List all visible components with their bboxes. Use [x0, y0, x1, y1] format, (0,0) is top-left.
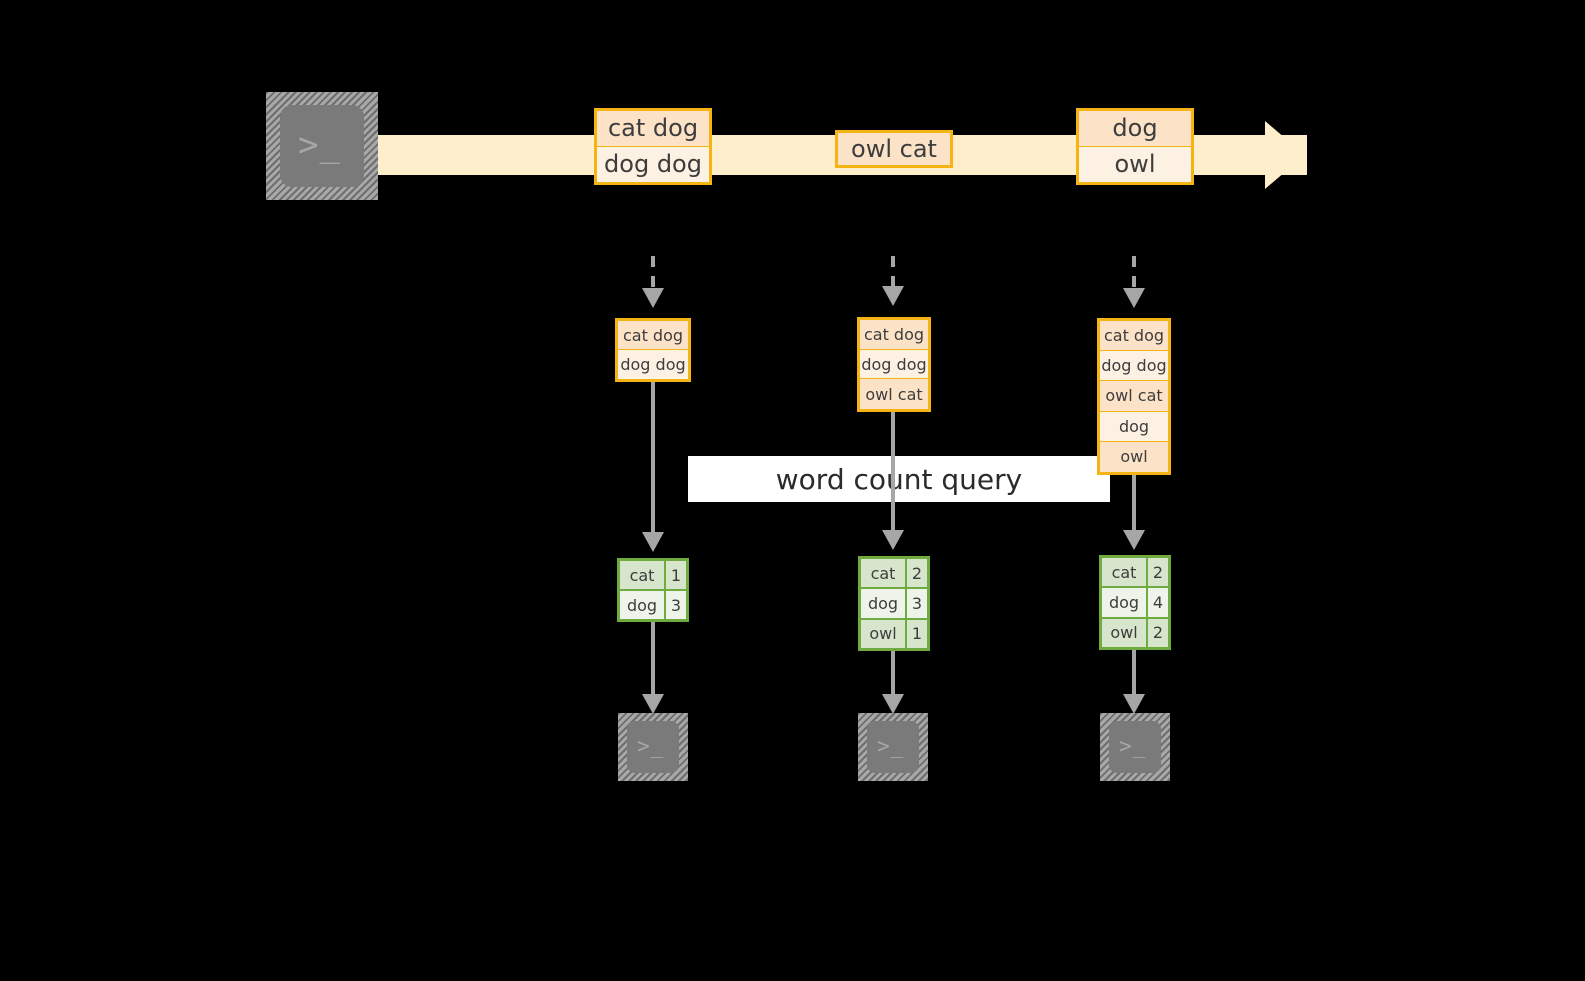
table-row: owl 2: [1102, 618, 1168, 647]
connector-arrowhead: [642, 532, 664, 552]
record-line: dog: [1079, 111, 1191, 147]
table-row: dog 4: [1102, 588, 1168, 619]
result-word: cat: [861, 559, 907, 588]
input-line: cat dog: [618, 321, 688, 350]
result-count: 2: [1148, 618, 1168, 647]
result-to-sink-connector: [891, 651, 895, 696]
result-to-sink-connector: [651, 622, 655, 696]
terminal-face: [867, 721, 919, 773]
sink-terminal-icon[interactable]: >_: [618, 713, 688, 781]
table-row: cat 2: [861, 559, 927, 590]
terminal-face: [280, 105, 364, 187]
sink-terminal-icon[interactable]: >_: [1100, 713, 1170, 781]
input-line: owl: [1100, 441, 1168, 472]
terminal-face: [627, 721, 679, 773]
input-line: dog dog: [618, 350, 688, 379]
state-to-result-connector: [891, 412, 895, 532]
result-count: 1: [907, 619, 927, 648]
connector-arrowhead: [642, 288, 664, 308]
table-row: cat 2: [1102, 558, 1168, 589]
record-line: dog dog: [597, 146, 709, 182]
stream-record: owl cat: [835, 130, 953, 168]
terminal-prompt-glyph: >_: [298, 125, 341, 165]
connector-arrowhead: [1123, 288, 1145, 308]
table-row: dog 3: [861, 589, 927, 620]
stream-to-state-connector: [651, 256, 655, 290]
query-label-band: word count query: [688, 456, 1110, 502]
result-count: 4: [1148, 588, 1168, 617]
result-table: cat 2 dog 4 owl 2: [1099, 555, 1171, 650]
table-row: cat 1: [620, 561, 686, 591]
input-line: dog dog: [860, 349, 928, 380]
accumulated-input-box: cat dog dog dog owl cat dog owl: [1097, 318, 1171, 475]
result-count: 3: [666, 591, 686, 619]
result-word: cat: [620, 561, 666, 589]
input-line: dog dog: [1100, 351, 1168, 382]
connector-arrowhead: [1123, 530, 1145, 550]
result-count: 3: [907, 589, 927, 618]
input-line: cat dog: [860, 320, 928, 350]
result-word: dog: [620, 591, 666, 619]
terminal-prompt-glyph: >_: [1119, 734, 1147, 758]
source-terminal-icon[interactable]: >_: [266, 92, 378, 200]
result-word: owl: [1102, 618, 1148, 647]
connector-arrowhead: [882, 286, 904, 306]
result-table: cat 2 dog 3 owl 1: [858, 556, 930, 651]
record-line: owl cat: [838, 133, 950, 165]
connector-arrowhead: [882, 530, 904, 550]
table-row: dog 3: [620, 591, 686, 619]
result-word: dog: [1102, 588, 1148, 617]
result-count: 1: [666, 561, 686, 589]
result-word: dog: [861, 589, 907, 618]
stream-arrowhead: [1265, 121, 1305, 189]
terminal-prompt-glyph: >_: [637, 734, 665, 758]
state-to-result-connector: [651, 382, 655, 534]
result-count: 2: [907, 559, 927, 588]
input-line: cat dog: [1100, 321, 1168, 352]
accumulated-input-box: cat dog dog dog: [615, 318, 691, 382]
result-to-sink-connector: [1132, 650, 1136, 696]
result-count: 2: [1148, 558, 1168, 587]
input-line: owl cat: [1100, 381, 1168, 412]
record-line: owl: [1079, 146, 1191, 182]
stream-record: cat dog dog dog: [594, 108, 712, 185]
input-line: owl cat: [860, 379, 928, 409]
terminal-prompt-glyph: >_: [877, 734, 905, 758]
sink-terminal-icon[interactable]: >_: [858, 713, 928, 781]
input-line: dog: [1100, 411, 1168, 442]
connector-arrowhead: [882, 694, 904, 714]
terminal-face: [1109, 721, 1161, 773]
result-table: cat 1 dog 3: [617, 558, 689, 622]
connector-arrowhead: [1123, 694, 1145, 714]
table-row: owl 1: [861, 619, 927, 648]
stream-to-state-connector: [1132, 256, 1136, 290]
accumulated-input-box: cat dog dog dog owl cat: [857, 317, 931, 412]
result-word: owl: [861, 619, 907, 648]
stream-to-state-connector: [891, 256, 895, 288]
query-label: word count query: [775, 462, 1023, 496]
record-line: cat dog: [597, 111, 709, 147]
stream-record: dog owl: [1076, 108, 1194, 185]
connector-arrowhead: [642, 694, 664, 714]
state-to-result-connector: [1132, 475, 1136, 532]
result-word: cat: [1102, 558, 1148, 587]
